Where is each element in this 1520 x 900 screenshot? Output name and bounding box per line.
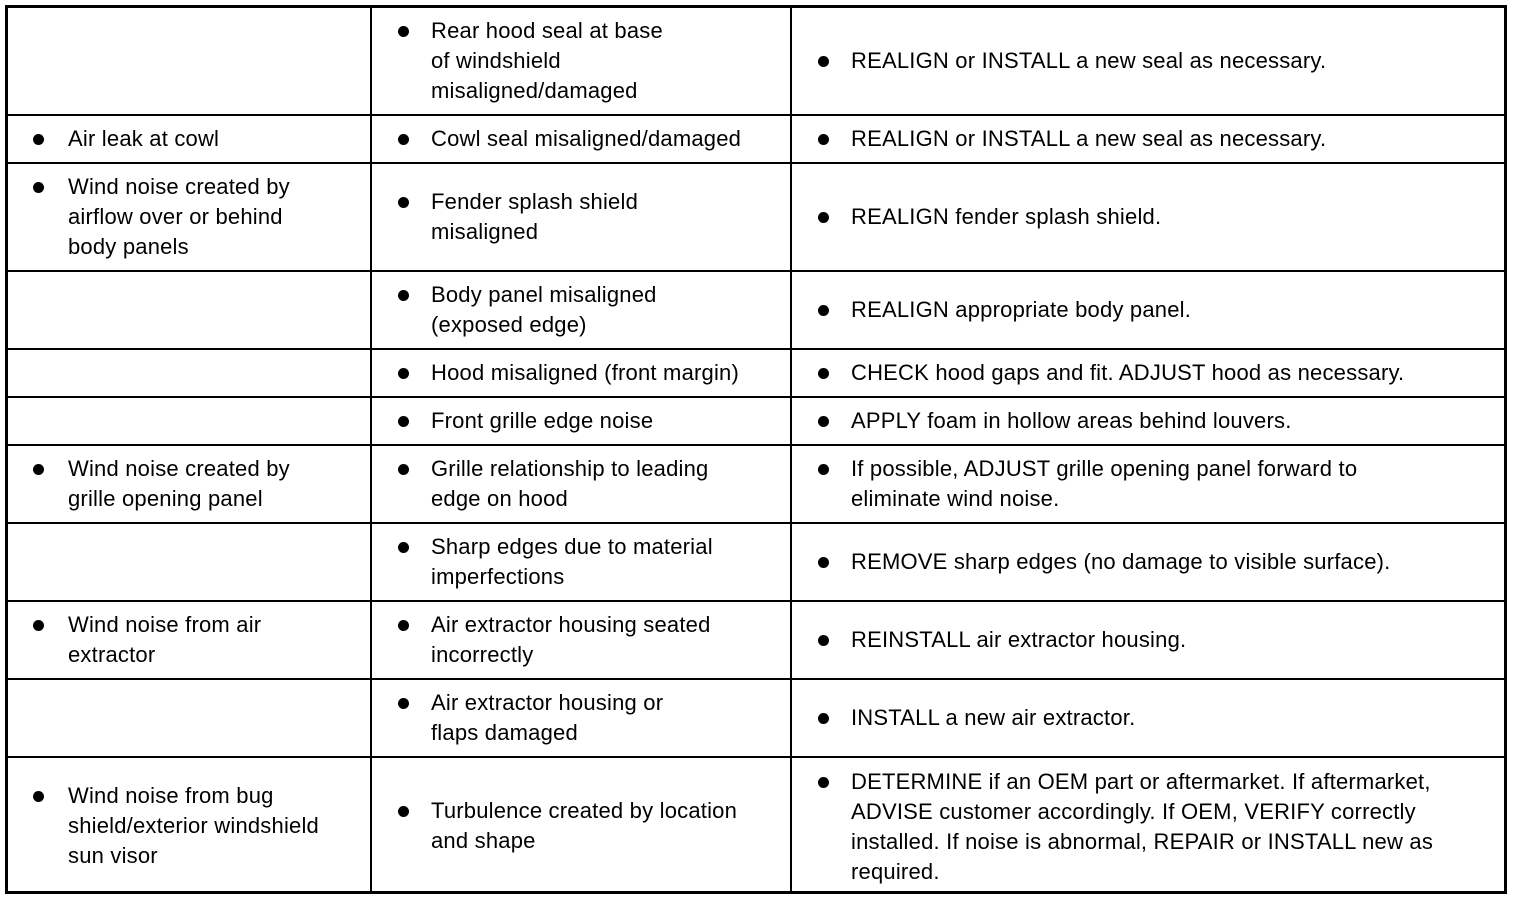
table-row: Air extractor housing or flaps damaged I…: [8, 678, 1504, 756]
condition-cell: [8, 8, 372, 114]
table-row: Wind noise from air extractor Air extrac…: [8, 600, 1504, 678]
condition-cell: [8, 680, 372, 756]
bullet-icon: [818, 56, 829, 67]
table-row: Hood misaligned (front margin) CHECK hoo…: [8, 348, 1504, 396]
action-cell: REMOVE sharp edges (no damage to visible…: [792, 524, 1504, 600]
action-cell: REALIGN appropriate body panel.: [792, 272, 1504, 348]
bullet-icon: [398, 698, 409, 709]
bullet-icon: [818, 134, 829, 145]
bullet-icon: [33, 464, 44, 475]
bullet-icon: [33, 182, 44, 193]
condition-cell: Wind noise from air extractor: [8, 602, 372, 678]
source-cell: Cowl seal misaligned/damaged: [372, 116, 792, 162]
table-row: Wind noise created by grille opening pan…: [8, 444, 1504, 522]
action-cell: CHECK hood gaps and fit. ADJUST hood as …: [792, 350, 1504, 396]
condition-cell: Wind noise created by airflow over or be…: [8, 164, 372, 270]
source-cell: Sharp edges due to material imperfection…: [372, 524, 792, 600]
condition-cell: Air leak at cowl: [8, 116, 372, 162]
bullet-icon: [398, 197, 409, 208]
condition-cell: [8, 398, 372, 444]
action-cell: If possible, ADJUST grille opening panel…: [792, 446, 1504, 522]
bullet-icon: [33, 790, 44, 802]
action-cell: APPLY foam in hollow areas behind louver…: [792, 398, 1504, 444]
bullet-icon: [818, 368, 829, 379]
table-row: Body panel misaligned (exposed edge) REA…: [8, 270, 1504, 348]
action-cell: REALIGN fender splash shield.: [792, 164, 1504, 270]
source-cell: Front grille edge noise: [372, 398, 792, 444]
bullet-icon: [818, 212, 829, 223]
bullet-icon: [398, 805, 409, 817]
source-cell: Grille relationship to leading edge on h…: [372, 446, 792, 522]
action-cell: REALIGN or INSTALL a new seal as necessa…: [792, 116, 1504, 162]
diagnosis-table: Rear hood seal at base of windshield mis…: [5, 5, 1507, 894]
bullet-icon: [398, 134, 409, 145]
bullet-icon: [818, 777, 829, 788]
bullet-icon: [818, 635, 829, 646]
table-row: Rear hood seal at base of windshield mis…: [8, 8, 1504, 114]
bullet-icon: [818, 464, 829, 475]
table-row: Air leak at cowl Cowl seal misaligned/da…: [8, 114, 1504, 162]
source-cell: Body panel misaligned (exposed edge): [372, 272, 792, 348]
bullet-icon: [398, 416, 409, 427]
table-row: Sharp edges due to material imperfection…: [8, 522, 1504, 600]
table-row: Wind noise created by airflow over or be…: [8, 162, 1504, 270]
action-cell: DETERMINE if an OEM part or aftermarket.…: [792, 758, 1504, 893]
action-cell: REINSTALL air extractor housing.: [792, 602, 1504, 678]
action-cell: INSTALL a new air extractor.: [792, 680, 1504, 756]
condition-cell: Wind noise created by grille opening pan…: [8, 446, 372, 522]
condition-cell: [8, 524, 372, 600]
bullet-icon: [398, 368, 409, 379]
bullet-icon: [398, 290, 409, 301]
bullet-icon: [33, 134, 44, 145]
bullet-icon: [398, 620, 409, 631]
action-cell: REALIGN or INSTALL a new seal as necessa…: [792, 8, 1504, 114]
source-cell: Air extractor housing or flaps damaged: [372, 680, 792, 756]
bullet-icon: [818, 305, 829, 316]
condition-cell: Wind noise from bug shield/exterior wind…: [8, 758, 372, 893]
bullet-icon: [398, 26, 409, 37]
bullet-icon: [398, 464, 409, 475]
bullet-icon: [818, 416, 829, 427]
condition-cell: [8, 350, 372, 396]
source-cell: Hood misaligned (front margin): [372, 350, 792, 396]
source-cell: Rear hood seal at base of windshield mis…: [372, 8, 792, 114]
table-row: Front grille edge noise APPLY foam in ho…: [8, 396, 1504, 444]
source-cell: Fender splash shield misaligned: [372, 164, 792, 270]
bullet-icon: [398, 542, 409, 553]
bullet-icon: [818, 557, 829, 568]
table-row: Wind noise from bug shield/exterior wind…: [8, 756, 1504, 893]
source-cell: Air extractor housing seated incorrectly: [372, 602, 792, 678]
bullet-icon: [33, 620, 44, 631]
source-cell: Turbulence created by location and shape: [372, 758, 792, 893]
condition-cell: [8, 272, 372, 348]
bullet-icon: [818, 713, 829, 724]
